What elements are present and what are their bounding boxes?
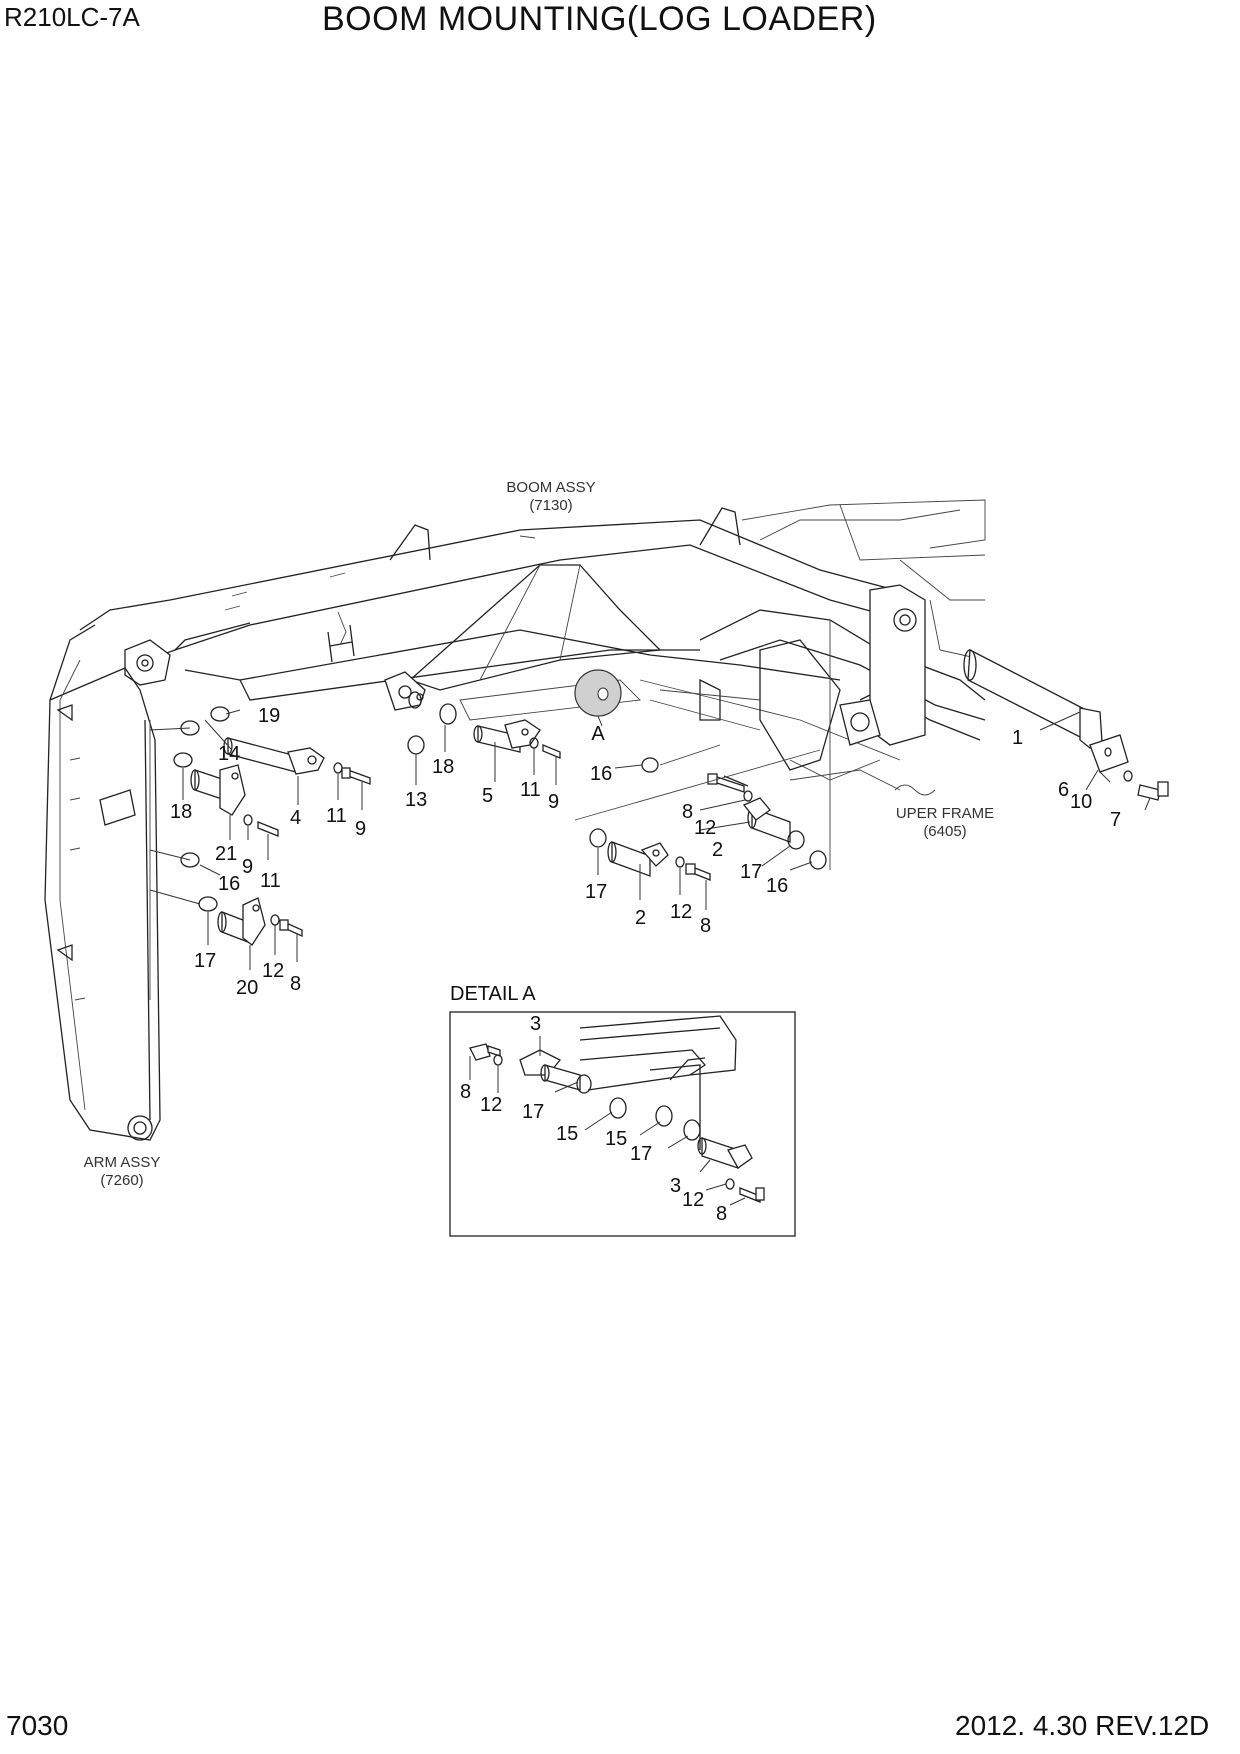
part-callout: 8 <box>716 1203 727 1225</box>
upper-frame-drawing <box>639 499 986 796</box>
arm-assy-label: ARM ASSY <box>84 1154 161 1171</box>
part-callout: 12 <box>670 901 692 923</box>
part-callout: 19 <box>258 705 280 727</box>
part-callout: 2 <box>712 839 723 861</box>
part-callout: 9 <box>355 818 366 840</box>
boom-assy-label: BOOM ASSY <box>506 479 595 496</box>
part-callout: 10 <box>1070 791 1092 813</box>
part-callout: 13 <box>405 789 427 811</box>
arm-drawing <box>44 624 161 1141</box>
part-callout: 12 <box>262 960 284 982</box>
part-callout: 16 <box>590 763 612 785</box>
part-callout: 9 <box>242 856 253 878</box>
part-callout: 17 <box>194 950 216 972</box>
part-callout: 6 <box>1058 779 1069 801</box>
pin-assemblies <box>173 648 1169 946</box>
part-callout: 18 <box>432 756 454 778</box>
part-callout: 18 <box>170 801 192 823</box>
page-title: BOOM MOUNTING(LOG LOADER) <box>322 0 877 38</box>
detail-a-box <box>449 1011 796 1237</box>
part-callout: 14 <box>218 743 240 765</box>
boom-assy-code: (7130) <box>529 497 572 514</box>
part-callout: 20 <box>236 977 258 999</box>
part-callout: 11 <box>520 779 541 801</box>
part-callout: 9 <box>548 791 559 813</box>
upper-frame-code: (6405) <box>923 823 966 840</box>
arm-assy-code: (7260) <box>100 1172 143 1189</box>
part-callout: 11 <box>326 805 347 827</box>
part-callout: 2 <box>635 907 646 929</box>
model-number: R210LC-7A <box>4 2 140 32</box>
part-callout: 15 <box>605 1128 627 1150</box>
detail-a-title: DETAIL A <box>450 983 536 1005</box>
part-callout: 7 <box>1110 809 1121 831</box>
part-callout: 8 <box>700 915 711 937</box>
part-callout: 8 <box>682 801 693 823</box>
page-number: 7030 <box>6 1710 69 1741</box>
part-callout: 4 <box>290 807 301 829</box>
part-callout: 17 <box>522 1101 544 1123</box>
part-callout: 12 <box>694 817 716 839</box>
boom-drawing <box>79 507 926 746</box>
part-callout: 17 <box>630 1143 652 1165</box>
part-callout: 1 <box>1012 727 1023 749</box>
part-callouts: 19 14 18 4 11 9 21 9 11 16 17 20 12 8 13… <box>170 705 1121 1225</box>
part-callout: 3 <box>670 1175 681 1197</box>
part-callout: 8 <box>460 1081 471 1103</box>
upper-frame-label: UPER FRAME <box>896 805 994 822</box>
part-callout: 5 <box>482 785 493 807</box>
detail-a-marker: A <box>591 723 605 745</box>
part-callout: 3 <box>530 1013 541 1035</box>
part-callout: 17 <box>740 861 762 883</box>
revision-date: 2012. 4.30 REV.12D <box>955 1710 1210 1741</box>
leader-lines <box>149 620 1151 1000</box>
part-callout: 21 <box>215 843 237 865</box>
part-callout: 16 <box>218 873 240 895</box>
part-callout: 17 <box>585 881 607 903</box>
part-callout: 12 <box>682 1189 704 1211</box>
part-callout: 15 <box>556 1123 578 1145</box>
part-callout: 16 <box>766 875 788 897</box>
part-callout: 12 <box>480 1094 502 1116</box>
part-callout: 8 <box>290 973 301 995</box>
part-callout: 11 <box>260 870 281 892</box>
